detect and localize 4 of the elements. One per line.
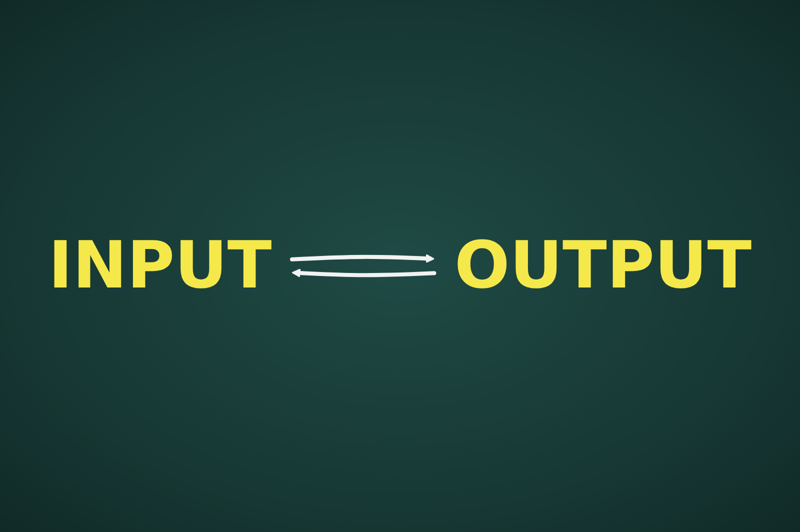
arrow (290, 254, 435, 263)
node-text: OUTPUT (454, 228, 752, 304)
arrow (292, 268, 436, 278)
node-text: INPUT (48, 228, 272, 304)
